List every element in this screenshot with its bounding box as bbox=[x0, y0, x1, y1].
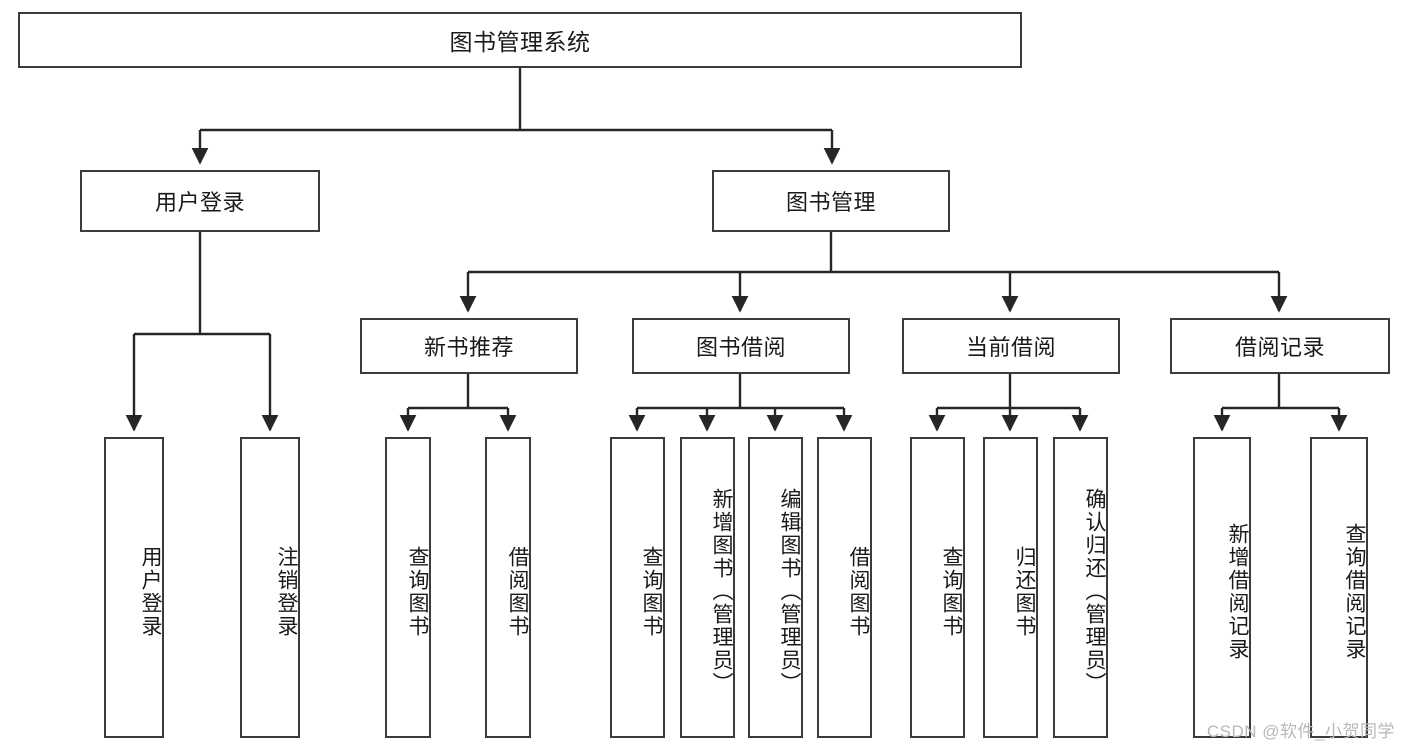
leaf-query-borrow-record[interactable]: 查询借阅记录 bbox=[1310, 437, 1368, 738]
leaf-borrow-book-recommend[interactable]: 借阅图书 bbox=[485, 437, 531, 738]
node-label: 当前借阅 bbox=[965, 335, 1056, 360]
node-label: 确认归还（管理员） bbox=[1083, 488, 1106, 695]
leaf-edit-book-admin[interactable]: 编辑图书（管理员） bbox=[748, 437, 803, 738]
node-label: 借阅图书 bbox=[847, 545, 870, 638]
node-label: 图书管理系统 bbox=[449, 29, 591, 55]
node-label: 新增图书（管理员） bbox=[710, 488, 733, 695]
node-label: 查询图书 bbox=[940, 545, 963, 638]
leaf-return-book[interactable]: 归还图书 bbox=[983, 437, 1038, 738]
leaf-add-book-admin[interactable]: 新增图书（管理员） bbox=[680, 437, 735, 738]
node-book-management[interactable]: 图书管理 bbox=[712, 170, 950, 232]
leaf-add-borrow-record[interactable]: 新增借阅记录 bbox=[1193, 437, 1251, 738]
node-label: 借阅图书 bbox=[506, 545, 529, 638]
node-root-system[interactable]: 图书管理系统 bbox=[18, 12, 1022, 68]
node-label: 编辑图书（管理员） bbox=[778, 488, 801, 695]
node-label: 查询借阅记录 bbox=[1343, 522, 1366, 661]
node-label: 查询图书 bbox=[406, 545, 429, 638]
leaf-query-book-current[interactable]: 查询图书 bbox=[910, 437, 965, 738]
leaf-query-book-recommend[interactable]: 查询图书 bbox=[385, 437, 431, 738]
leaf-logout[interactable]: 注销登录 bbox=[240, 437, 300, 738]
node-label: 查询图书 bbox=[640, 545, 663, 638]
leaf-user-login[interactable]: 用户登录 bbox=[104, 437, 164, 738]
node-label: 归还图书 bbox=[1013, 545, 1036, 638]
node-borrow-records[interactable]: 借阅记录 bbox=[1170, 318, 1390, 374]
node-current-borrow[interactable]: 当前借阅 bbox=[902, 318, 1120, 374]
node-label: 图书借阅 bbox=[695, 335, 786, 360]
node-label: 用户登录 bbox=[139, 545, 162, 638]
node-label: 新增借阅记录 bbox=[1226, 522, 1249, 661]
leaf-query-book-borrow[interactable]: 查询图书 bbox=[610, 437, 665, 738]
node-label: 图书管理 bbox=[785, 190, 876, 215]
node-label: 新书推荐 bbox=[423, 335, 514, 360]
node-new-book-recommend[interactable]: 新书推荐 bbox=[360, 318, 578, 374]
node-user-login[interactable]: 用户登录 bbox=[80, 170, 320, 232]
node-label: 用户登录 bbox=[154, 190, 245, 215]
node-label: 注销登录 bbox=[275, 545, 298, 638]
node-book-borrow[interactable]: 图书借阅 bbox=[632, 318, 850, 374]
leaf-confirm-return-admin[interactable]: 确认归还（管理员） bbox=[1053, 437, 1108, 738]
leaf-borrow-book[interactable]: 借阅图书 bbox=[817, 437, 872, 738]
node-label: 借阅记录 bbox=[1234, 335, 1325, 360]
watermark: CSDN @软件_小贺同学 bbox=[1206, 722, 1395, 741]
